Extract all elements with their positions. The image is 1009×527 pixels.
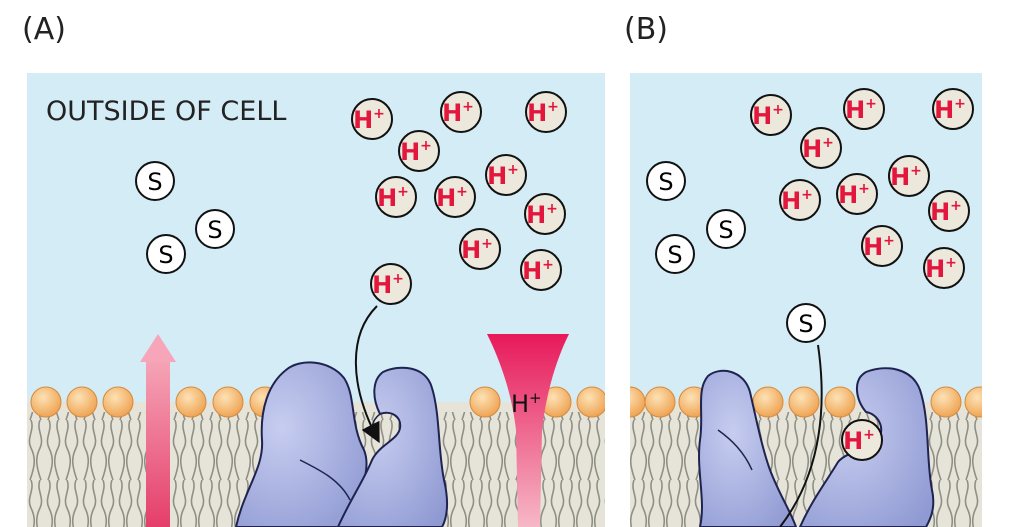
svg-text:H+: H+ — [436, 184, 468, 212]
proton-gradient-funnel: H+ — [487, 334, 569, 527]
svg-text:S: S — [158, 241, 173, 269]
proton-ion-icon: H+ — [888, 155, 930, 197]
proton-ion-icon: H+ — [485, 154, 527, 196]
substrate-ion-icon: S — [146, 234, 186, 274]
proton-ion-icon: H+ — [923, 247, 965, 289]
svg-text:H+: H+ — [522, 257, 554, 285]
proton-ion-icon: H+ — [434, 176, 476, 218]
svg-text:H+: H+ — [930, 198, 962, 226]
panel-a: H+ — [27, 73, 605, 527]
svg-text:S: S — [207, 216, 222, 244]
proton-ion-icon: H+ — [375, 176, 417, 218]
svg-text:H+: H+ — [461, 236, 493, 264]
svg-text:H+: H+ — [372, 271, 404, 299]
proton-ion-icon: H+ — [525, 91, 567, 133]
substrate-ion-icon: S — [195, 209, 235, 249]
outside-of-cell-label: OUTSIDE OF CELL — [46, 96, 286, 127]
svg-text:H+: H+ — [353, 106, 385, 134]
transporter-protein-icon — [698, 367, 935, 527]
svg-text:H+: H+ — [781, 187, 813, 215]
substrate-ion-icon: S — [655, 234, 695, 274]
proton-ion-icon: H+ — [524, 193, 566, 235]
svg-text:H+: H+ — [838, 181, 870, 209]
gradient-label: H+ — [511, 389, 542, 418]
proton-ion-icon: H+ — [836, 173, 878, 215]
proton-ion-icon: H+ — [440, 91, 482, 133]
svg-text:H+: H+ — [752, 102, 784, 130]
svg-text:S: S — [147, 168, 162, 196]
svg-text:H+: H+ — [487, 162, 519, 190]
proton-ion-icon: H+ — [351, 98, 393, 140]
movement-arrow-icon — [140, 334, 176, 527]
proton-ion-icon: H+ — [779, 179, 821, 221]
panel-b-letter: (B) — [624, 12, 668, 47]
substrate-ion-icon: S — [135, 161, 175, 201]
svg-text:H+: H+ — [442, 99, 474, 127]
transporter-protein-icon — [234, 361, 449, 527]
svg-text:H+: H+ — [845, 96, 877, 124]
svg-text:H+: H+ — [934, 96, 966, 124]
svg-text:H+: H+ — [890, 163, 922, 191]
proton-ion-icon: H+ — [800, 127, 842, 169]
svg-text:S: S — [718, 216, 733, 244]
svg-text:H+: H+ — [377, 184, 409, 212]
svg-text:H+: H+ — [400, 138, 432, 166]
lipid-heads-b — [630, 386, 982, 418]
svg-text:H+: H+ — [843, 427, 875, 455]
svg-text:H+: H+ — [527, 99, 559, 127]
svg-text:H+: H+ — [863, 233, 895, 261]
svg-text:S: S — [667, 241, 682, 269]
substrate-ion-icon: S — [646, 161, 686, 201]
panel-a-letter: (A) — [22, 12, 66, 47]
proton-ion-icon: H+ — [861, 225, 903, 267]
movement-arrow-icon — [354, 305, 380, 444]
proton-ion-icon: H+ — [932, 88, 974, 130]
proton-ion-icon: H+ — [370, 263, 412, 305]
proton-ion-icon: H+ — [520, 249, 562, 291]
proton-ion-icon: H+ — [841, 419, 883, 461]
svg-text:S: S — [658, 168, 673, 196]
proton-ion-icon: H+ — [398, 130, 440, 172]
proton-ion-icon: H+ — [928, 190, 970, 232]
svg-text:H+: H+ — [925, 255, 957, 283]
proton-ion-icon: H+ — [750, 94, 792, 136]
movement-arrow-icon — [779, 344, 823, 527]
proton-ion-icon: H+ — [459, 228, 501, 270]
proton-ion-icon: H+ — [843, 88, 885, 130]
substrate-ion-icon: S — [786, 303, 826, 343]
svg-text:H+: H+ — [802, 135, 834, 163]
substrate-ion-icon: S — [706, 209, 746, 249]
svg-text:S: S — [798, 310, 813, 338]
svg-text:H+: H+ — [526, 201, 558, 229]
